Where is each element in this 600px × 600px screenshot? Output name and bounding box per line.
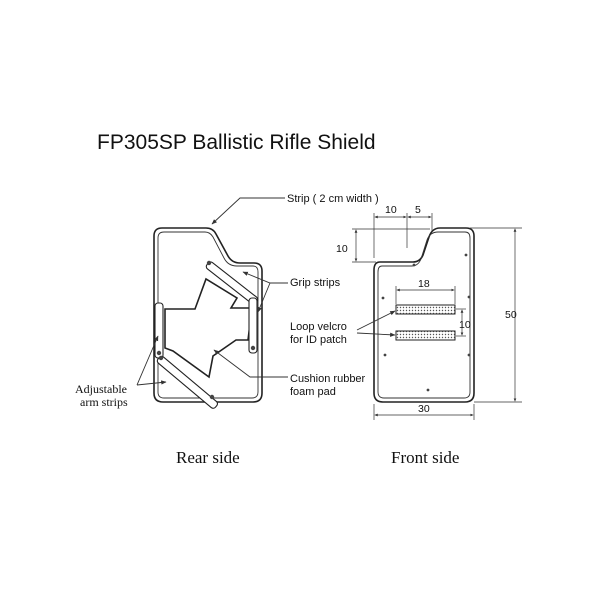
leader-velcro-bottom [356,332,396,337]
leader-velcro-top [356,310,396,331]
leader-grip-strips-2 [257,282,271,313]
grip-strip-vertical [248,297,258,354]
hole-icon [412,263,416,267]
label-cushion-line1: Cushion rubber [290,373,366,385]
hole-icon [383,353,387,357]
rivet-icon [156,350,162,356]
dim-top-right: 5 [415,204,421,216]
hole-icon [426,388,430,392]
label-cushion-line2: foam pad [290,386,336,398]
label-adjustable-line1: Adjustable [75,382,127,396]
dim-width: 30 [418,403,430,415]
rear-shield-inner-outline [157,231,259,399]
dim-velcro-width: 18 [418,278,430,290]
hole-icon [467,353,471,357]
label-loop-velcro-line1: Loop velcro [290,321,347,333]
leader-adjustable-2 [136,380,167,386]
caption-front-side: Front side [391,448,459,467]
front-side-view [373,227,475,403]
front-shield-outline [373,227,475,403]
front-dimensions: 10 5 10 18 10 50 30 [336,204,522,420]
arm-strip-left [154,302,164,359]
leader-cushion [213,349,288,378]
dim-velcro-gap: 10 [459,319,471,331]
label-strip: Strip ( 2 cm width ) [287,193,379,205]
front-shield-inner-outline [377,231,471,399]
cushion-foam-pad [164,277,253,379]
rivet-icon [206,260,212,266]
arm-strip-bottom [156,355,219,409]
rivet-icon [250,345,256,351]
leader-adjustable-1 [136,335,159,386]
leader-grip-strips-1 [242,271,288,284]
dim-left-notch: 10 [336,243,348,255]
label-loop-velcro-line2: for ID patch [290,334,347,346]
caption-rear-side: Rear side [176,448,240,467]
dim-height: 50 [505,309,517,321]
label-adjustable-line2: arm strips [80,395,128,409]
rear-shield-outline [153,227,263,403]
rivet-icon [158,355,164,361]
diagram-title: FP305SP Ballistic Rifle Shield [97,131,376,154]
velcro-patch-bottom [395,330,456,341]
rivet-icon [209,394,215,400]
leader-strip [211,197,285,225]
hole-icon [467,295,471,299]
rear-side-view [153,227,263,409]
hole-icon [464,253,468,257]
hole-icon [381,296,385,300]
label-grip-strips: Grip strips [290,277,341,289]
dim-top-left: 10 [385,204,397,216]
velcro-patch-top [395,304,456,315]
